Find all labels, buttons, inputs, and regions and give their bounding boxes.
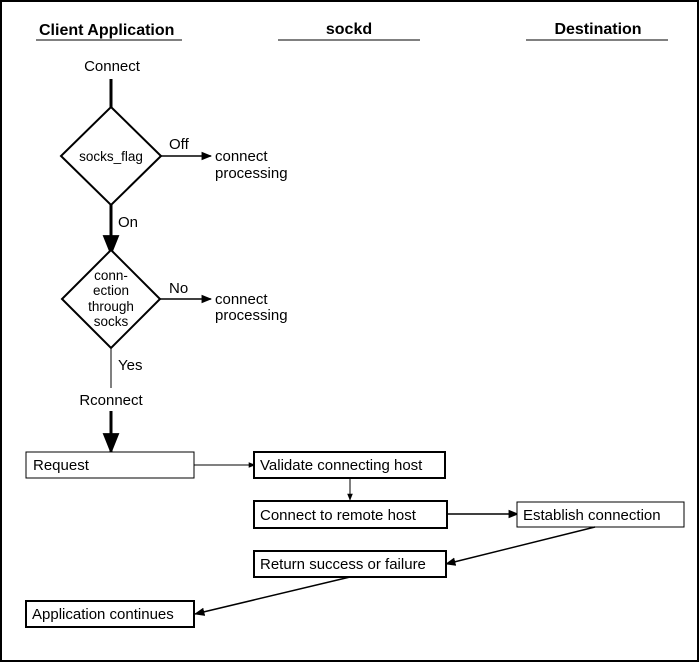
decision2-line4: socks: [94, 314, 129, 329]
off-result-line2: processing: [215, 165, 288, 182]
arrow-return-to-app: [193, 576, 351, 616]
branch-label-off: Off: [169, 136, 190, 153]
decision2-line2: ection: [93, 283, 129, 298]
column-header-client: Client Application: [39, 22, 174, 39]
box-return-result-label: Return success or failure: [260, 556, 426, 573]
decision2-line3: through: [88, 299, 134, 314]
column-header-destination: Destination: [554, 21, 641, 38]
no-result-line1: connect: [215, 291, 268, 308]
no-result-line2: processing: [215, 307, 288, 324]
box-connect-remote-host-label: Connect to remote host: [260, 507, 417, 524]
box-establish-connection: [516, 501, 685, 528]
box-return-result: [253, 550, 447, 578]
box-connect-remote-host: [253, 500, 448, 529]
box-application-continues-label: Application continues: [32, 606, 174, 623]
box-request: [25, 451, 195, 479]
decision-socks-flag-label: socks_flag: [79, 149, 143, 164]
off-result-line1: connect: [215, 148, 268, 165]
box-request-label: Request: [33, 457, 90, 474]
decision2-line1: conn-: [94, 268, 128, 283]
branch-label-no: No: [169, 280, 188, 297]
column-header-sockd: sockd: [326, 21, 372, 38]
branch-label-yes: Yes: [118, 357, 142, 374]
arrow-establish-to-return: [444, 526, 596, 566]
label-rconnect: Rconnect: [79, 392, 143, 409]
box-application-continues: [25, 600, 195, 628]
box-validate-host: [253, 451, 446, 479]
branch-label-on: On: [118, 214, 138, 231]
box-establish-connection-label: Establish connection: [523, 507, 661, 524]
start-label-connect: Connect: [84, 58, 141, 75]
box-validate-host-label: Validate connecting host: [260, 457, 423, 474]
